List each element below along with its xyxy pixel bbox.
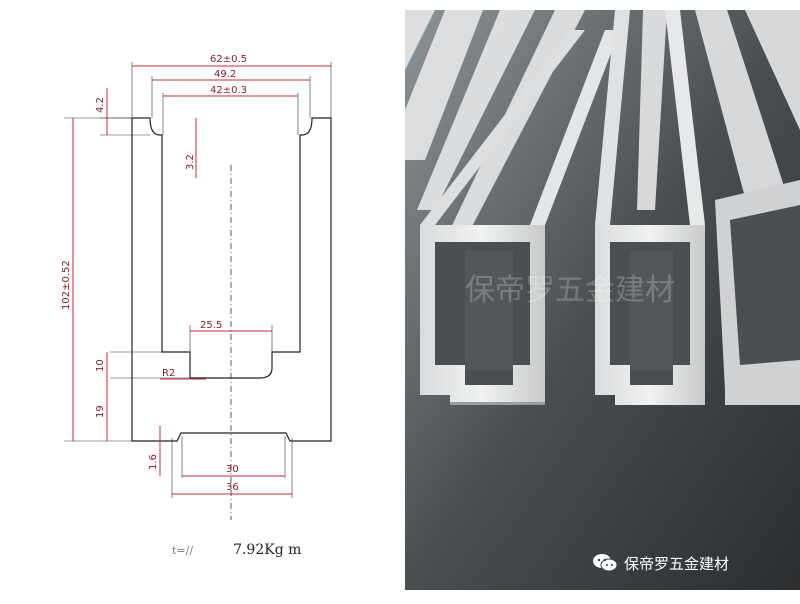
dim-bottom-slot-width: 25.5 (200, 320, 222, 331)
dim-slot-depth: 10 (95, 359, 106, 372)
dim-lip-thickness: 3.2 (185, 154, 196, 170)
far-right-channel (715, 180, 800, 405)
dim-groove-outer-width: 36 (226, 482, 239, 493)
dim-groove-inner-width: 30 (226, 464, 239, 475)
profile-drawing-svg: 62±0.5 49.2 42±0.3 4.2 3.2 102±0.52 25.5… (61, 54, 332, 520)
extension-lines (64, 62, 332, 498)
brand-badge: 保帝罗五金建材 (592, 552, 729, 574)
weight-label: t=// (172, 544, 194, 557)
dim-inner-width: 42±0.3 (210, 85, 247, 96)
photo-watermark: 保帝罗五金建材 (465, 273, 675, 308)
dim-overall-width: 62±0.5 (210, 54, 247, 65)
product-photo: 保帝罗五金建材 (405, 10, 800, 590)
profile-outline (131, 117, 332, 442)
dim-radius: R2 (162, 368, 175, 379)
weight-spec: t=// 7.92Kg m (172, 542, 301, 558)
dim-lip-height: 4.2 (95, 97, 106, 113)
aluminium-profiles-illustration: 保帝罗五金建材 (405, 10, 800, 590)
technical-drawing: 62±0.5 49.2 42±0.3 4.2 3.2 102±0.52 25.5… (0, 0, 400, 600)
dim-base-height: 19 (95, 405, 106, 418)
dim-total-height: 102±0.52 (61, 260, 72, 310)
weight-value: 7.92Kg m (233, 542, 302, 558)
dim-opening-width: 49.2 (214, 69, 236, 80)
brand-name: 保帝罗五金建材 (624, 554, 730, 573)
left-channel (420, 30, 620, 405)
right-channel (595, 10, 705, 405)
wechat-icon (593, 554, 618, 572)
dim-groove-depth: 1.6 (148, 454, 159, 470)
